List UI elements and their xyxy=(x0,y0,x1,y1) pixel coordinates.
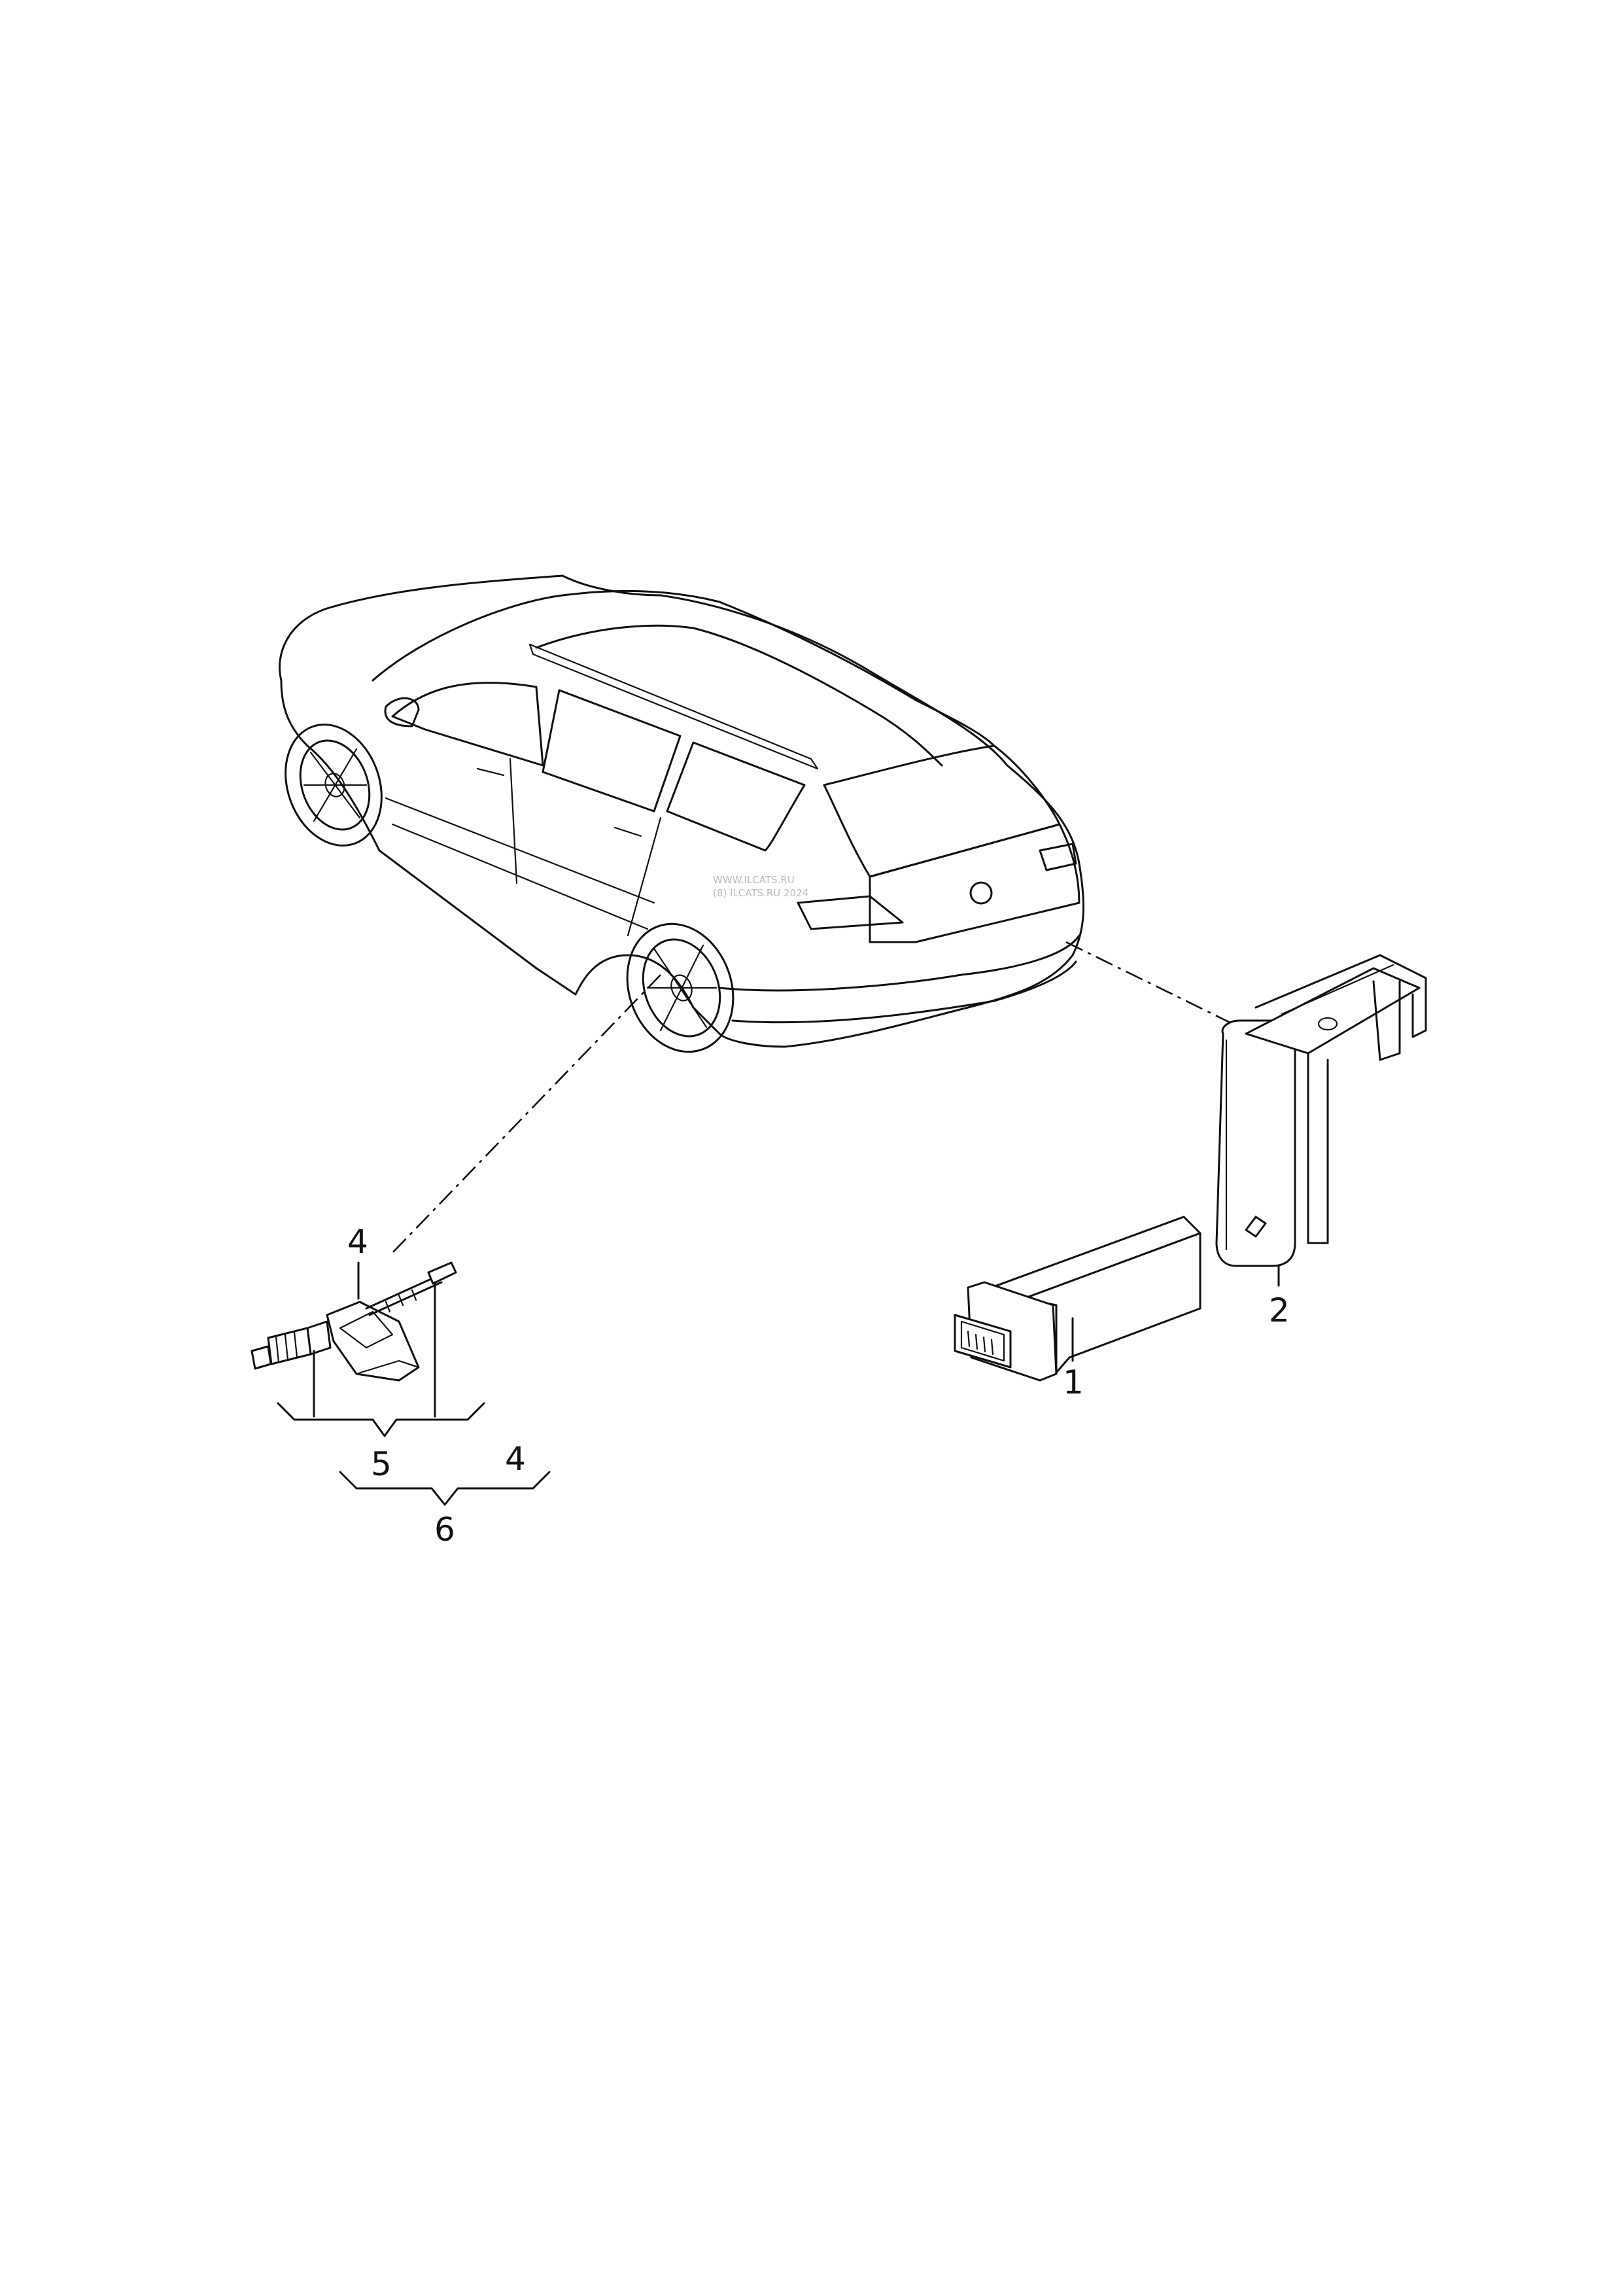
watermark: WWW.ILCATS.RU (8) ILCATS.RU 2024 xyxy=(713,874,808,899)
bracket-brace-6 xyxy=(339,1471,551,1506)
callout-number-5: 5 xyxy=(371,1445,392,1483)
bracket-part-2 xyxy=(1215,954,1427,1267)
watermark-line-2: (8) ILCATS.RU 2024 xyxy=(713,887,808,899)
callout-number-4-bottom: 4 xyxy=(505,1440,526,1478)
callout-number-2: 2 xyxy=(1269,1291,1290,1329)
car-illustration xyxy=(279,574,1085,1053)
leader-line-car-to-bracket xyxy=(1065,941,1240,1028)
control-unit-part-1 xyxy=(954,1216,1201,1382)
callout-number-6: 6 xyxy=(434,1511,455,1549)
leader-line-wheel-to-sensor xyxy=(392,974,661,1253)
watermark-line-1: WWW.ILCATS.RU xyxy=(713,874,795,886)
bracket-brace-5 xyxy=(277,1402,485,1437)
callout-number-1: 1 xyxy=(1063,1363,1084,1401)
tpms-sensor-assembly xyxy=(251,1261,457,1382)
callout-number-4-top: 4 xyxy=(347,1223,368,1261)
